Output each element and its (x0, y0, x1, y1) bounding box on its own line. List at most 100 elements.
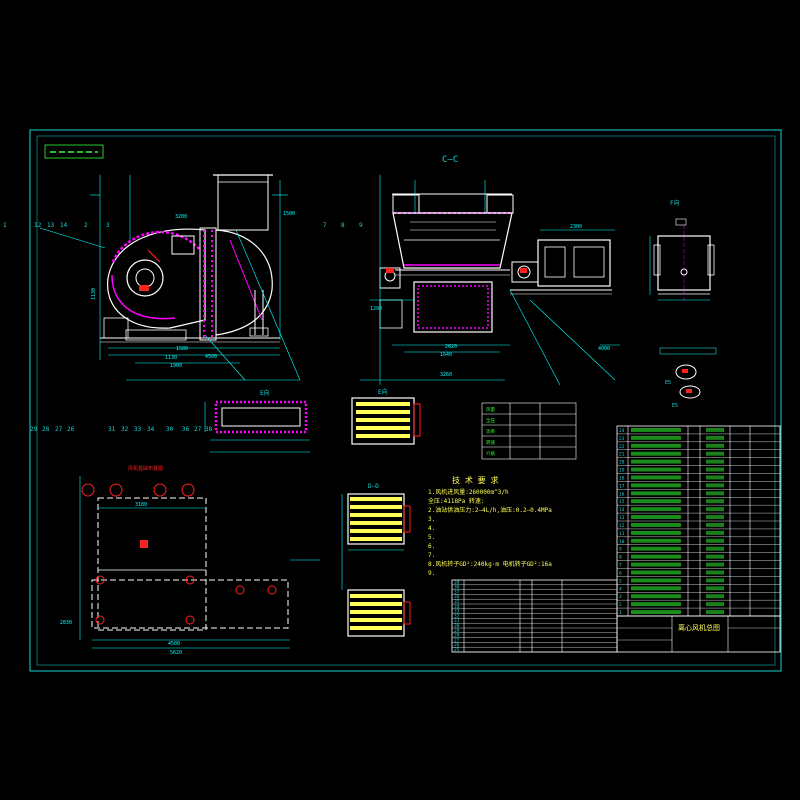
bom-row-material-block (706, 570, 724, 575)
svg-text:7.: 7. (428, 552, 435, 559)
bom-lower-row-number: 26 (454, 642, 460, 648)
svg-text:功率: 功率 (486, 428, 495, 435)
svg-text:27: 27 (194, 426, 202, 433)
section-dd-label: D—D (368, 483, 379, 490)
bom-row-number: 7 (619, 563, 622, 569)
bom-row-text-block (631, 491, 681, 496)
svg-text:28: 28 (42, 426, 50, 433)
svg-text:4.: 4. (428, 525, 435, 532)
svg-text:9: 9 (359, 222, 363, 229)
bom-row-material-block (706, 467, 724, 472)
foundation-plan: 风机基础布置图 3180 4500 5620 2830 (60, 465, 320, 656)
svg-text:29: 29 (30, 426, 38, 433)
callouts-mid: 7 8 9 (323, 222, 363, 229)
svg-text:全压: 全压 (486, 417, 495, 424)
bom-row-material-block (706, 578, 724, 583)
bom-row-number: 16 (619, 491, 625, 497)
callouts-bottom: 29 28 27 26 31 32 33 34 30 36 27 38 (30, 426, 213, 433)
bom-row-text-block (631, 443, 681, 448)
bom-row-material-block (706, 530, 724, 535)
svg-text:30: 30 (166, 426, 174, 433)
damper-view-bottom (347, 589, 411, 637)
bom-lower-row-number: 38 (454, 585, 460, 591)
bom-row-text-block (631, 562, 681, 567)
svg-text:2.油站供油压力:2—4L/h,油压:0.2—0.4MPa: 2.油站供油压力:2—4L/h,油压:0.2—0.4MPa (428, 506, 552, 514)
svg-text:1.风机进风量:260000m^3/h: 1.风机进风量:260000m^3/h (428, 488, 509, 496)
bom-row-text-block (631, 610, 681, 614)
bom-row-material-block (706, 538, 724, 543)
bom-row-number: 17 (619, 483, 625, 489)
svg-text:转速: 转速 (486, 439, 495, 446)
bom-row-material-block (706, 435, 724, 440)
bom-row-text-block (631, 538, 681, 543)
bom-row-text-block (631, 546, 681, 551)
bom-row-text-block (631, 586, 681, 591)
bom-row-material-block (706, 491, 724, 496)
bom-row-text-block (631, 515, 681, 519)
bom-lower-row-number: 29 (454, 628, 460, 634)
svg-text:3: 3 (106, 222, 110, 229)
bom-lower-row-number: 39 (454, 580, 460, 586)
svg-text:33: 33 (134, 426, 142, 433)
svg-text:4000: 4000 (598, 346, 610, 352)
bom-row-material-block (706, 546, 724, 551)
bom-row-number: 20 (619, 460, 625, 466)
bom-row-material-block (706, 475, 724, 480)
bom-row-material-block (706, 602, 724, 607)
technical-requirements: 技 术 要 求 1.风机进风量:260000m^3/h 全压:4118Pa 转速… (428, 475, 552, 577)
svg-text:风量: 风量 (486, 406, 495, 413)
bom-row-text-block (631, 570, 681, 575)
bom-row-text-block (631, 499, 681, 504)
bom-row-text-block (631, 507, 681, 512)
bom-row-material-block (706, 499, 724, 504)
damper-view-top: E向 (351, 388, 421, 445)
svg-text:1900: 1900 (170, 363, 182, 369)
svg-text:5.: 5. (428, 534, 435, 541)
bom-row-material-block (706, 610, 724, 614)
title-block: 离心风机总图 (616, 615, 781, 653)
bom-row-text-block (631, 475, 681, 480)
bom-row-material-block (706, 515, 724, 519)
bom-row-material-block (706, 554, 724, 559)
svg-text:1580: 1580 (176, 346, 188, 352)
parameter-table (481, 402, 577, 460)
svg-text:E5: E5 (665, 380, 671, 386)
view-f: F向 (649, 199, 715, 301)
drawing-inner-frame (36, 135, 776, 666)
bom-row-text-block (631, 483, 681, 488)
bom-row-material-block (706, 523, 724, 527)
svg-text:E5: E5 (672, 403, 678, 409)
bom-lower-row-number: 34 (454, 604, 460, 610)
svg-text:27: 27 (55, 426, 63, 433)
svg-text:3260: 3260 (440, 372, 452, 378)
view-f-label: F向 (670, 199, 680, 207)
svg-text:1: 1 (3, 222, 7, 229)
bom-lower-row-number: 30 (454, 623, 460, 629)
svg-text:9.: 9. (428, 570, 435, 577)
svg-text:1290: 1290 (370, 306, 382, 312)
bom-row-number: 11 (619, 531, 625, 537)
svg-text:7: 7 (323, 222, 327, 229)
svg-text:1130: 1130 (91, 288, 97, 300)
bom-row-text-block (631, 459, 681, 464)
bom-row-text-block (631, 428, 681, 432)
bom-row-number: 24 (619, 428, 625, 434)
svg-text:2: 2 (84, 222, 88, 229)
bom-row-number: 4 (619, 586, 622, 592)
svg-text:3200: 3200 (175, 214, 187, 220)
svg-text:2300: 2300 (570, 224, 582, 230)
side-view: 3200 1580 1130 1900 1500 1130 4500 (39, 174, 301, 381)
bom-row-material-block (706, 562, 724, 567)
bom-row-number: 2 (619, 602, 622, 608)
bom-row-number: 8 (619, 555, 622, 561)
bom-row-number: 14 (619, 507, 625, 513)
svg-text:3180: 3180 (135, 502, 147, 508)
svg-text:E向: E向 (378, 388, 388, 396)
svg-text:5620: 5620 (170, 650, 182, 656)
bom-lower-row-number: 36 (454, 594, 460, 600)
bom-row-number: 21 (619, 452, 625, 458)
bom-lower-row-number: 33 (454, 609, 460, 615)
svg-text:1640: 1640 (440, 352, 452, 358)
